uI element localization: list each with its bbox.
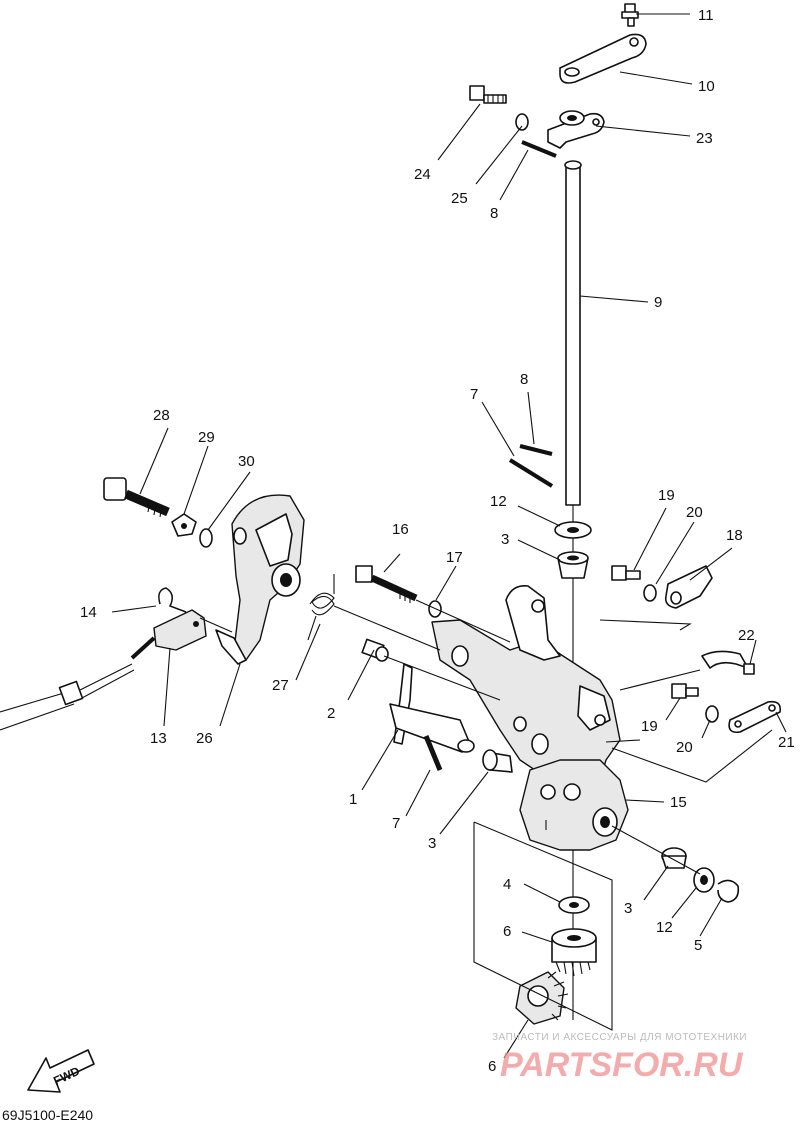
callout-3: 3 xyxy=(501,531,509,548)
bolt-19-lower xyxy=(671,683,699,699)
bolt-16 xyxy=(355,565,418,603)
clip-22 xyxy=(701,650,755,675)
pin-8-mid xyxy=(519,444,553,456)
watermark: ЗАПЧАСТИ И АКСЕССУАРЫ ДЛЯ МОТОТЕХНИКИ PA… xyxy=(492,1032,747,1084)
washer-29 xyxy=(171,513,197,537)
callout-1: 1 xyxy=(349,791,357,808)
cable-joint-13 xyxy=(130,609,207,660)
callouts: 11 10 23 24 25 8 9 8 7 12 3 19 20 18 22 … xyxy=(80,7,795,1075)
main-bracket xyxy=(431,584,629,851)
washer-30 xyxy=(199,528,213,548)
callout-7: 7 xyxy=(470,386,478,403)
link-21 xyxy=(728,700,782,734)
bush-3-upper xyxy=(557,551,589,579)
callout-29: 29 xyxy=(198,429,215,446)
callout-26: 26 xyxy=(196,730,213,747)
gear-6-upper xyxy=(551,928,597,977)
leader-lines xyxy=(111,13,787,1059)
callout-10: 10 xyxy=(698,78,715,95)
callout-19: 19 xyxy=(641,718,658,735)
bolt-19-upper xyxy=(611,565,641,581)
bush-3-lower xyxy=(661,847,687,869)
callout-6: 6 xyxy=(503,923,511,940)
callout-2: 2 xyxy=(327,705,335,722)
pin-7-mid xyxy=(508,458,554,488)
control-cable xyxy=(0,663,135,731)
bush-2 xyxy=(361,638,389,662)
callout-8: 8 xyxy=(520,371,528,388)
callout-15: 15 xyxy=(670,794,687,811)
bolt-24 xyxy=(469,85,507,104)
gear-6-lower xyxy=(515,971,569,1025)
top-bolt xyxy=(621,3,639,27)
watermark-brand: PARTSFOR.RU xyxy=(500,1046,744,1084)
callout-3: 3 xyxy=(624,900,632,917)
washer-20-upper xyxy=(643,584,657,602)
shift-shaft xyxy=(564,160,582,1020)
throttle-arm-26 xyxy=(215,494,305,665)
callout-3: 3 xyxy=(428,835,436,852)
pin-7-lower xyxy=(423,735,443,771)
callout-30: 30 xyxy=(238,453,255,470)
shift-arm xyxy=(559,33,647,84)
watermark-tagline: ЗАПЧАСТИ И АКСЕССУАРЫ ДЛЯ МОТОТЕХНИКИ xyxy=(492,1032,747,1043)
callout-14: 14 xyxy=(80,604,97,621)
callout-5: 5 xyxy=(694,937,702,954)
callout-7: 7 xyxy=(392,815,400,832)
callout-13: 13 xyxy=(150,730,167,747)
callout-20: 20 xyxy=(686,504,703,521)
washer-20-lower xyxy=(705,705,719,723)
callout-16: 16 xyxy=(392,521,409,538)
callout-12: 12 xyxy=(656,919,673,936)
shift-lever-1 xyxy=(389,663,475,753)
callout-17: 17 xyxy=(446,549,463,566)
callout-9: 9 xyxy=(654,294,662,311)
bolt-28 xyxy=(103,477,170,518)
callout-22: 22 xyxy=(738,627,755,644)
callout-24: 24 xyxy=(414,166,431,183)
callout-28: 28 xyxy=(153,407,170,424)
circlip-5 xyxy=(717,879,740,903)
callout-19: 19 xyxy=(658,487,675,504)
callout-11: 11 xyxy=(698,7,714,24)
callout-21: 21 xyxy=(778,734,795,751)
callout-8: 8 xyxy=(490,205,498,222)
callout-25: 25 xyxy=(451,190,468,207)
callout-18: 18 xyxy=(726,527,743,544)
diagram-code: 69J5100-E240 xyxy=(2,1107,93,1123)
bush-3-mid xyxy=(482,749,513,773)
clip-14 xyxy=(158,587,187,613)
callout-12: 12 xyxy=(490,493,507,510)
callout-4: 4 xyxy=(503,876,511,893)
spring-27 xyxy=(307,574,441,651)
upper-lever xyxy=(547,110,605,149)
callout-20: 20 xyxy=(676,739,693,756)
assembly-guide-lines xyxy=(473,619,773,1031)
callout-23: 23 xyxy=(696,130,713,147)
washer-25 xyxy=(515,113,529,131)
callout-27: 27 xyxy=(272,677,289,694)
fwd-arrow-icon: FWD xyxy=(27,1049,95,1093)
pin-8-top xyxy=(521,140,557,158)
callout-6: 6 xyxy=(488,1058,496,1075)
